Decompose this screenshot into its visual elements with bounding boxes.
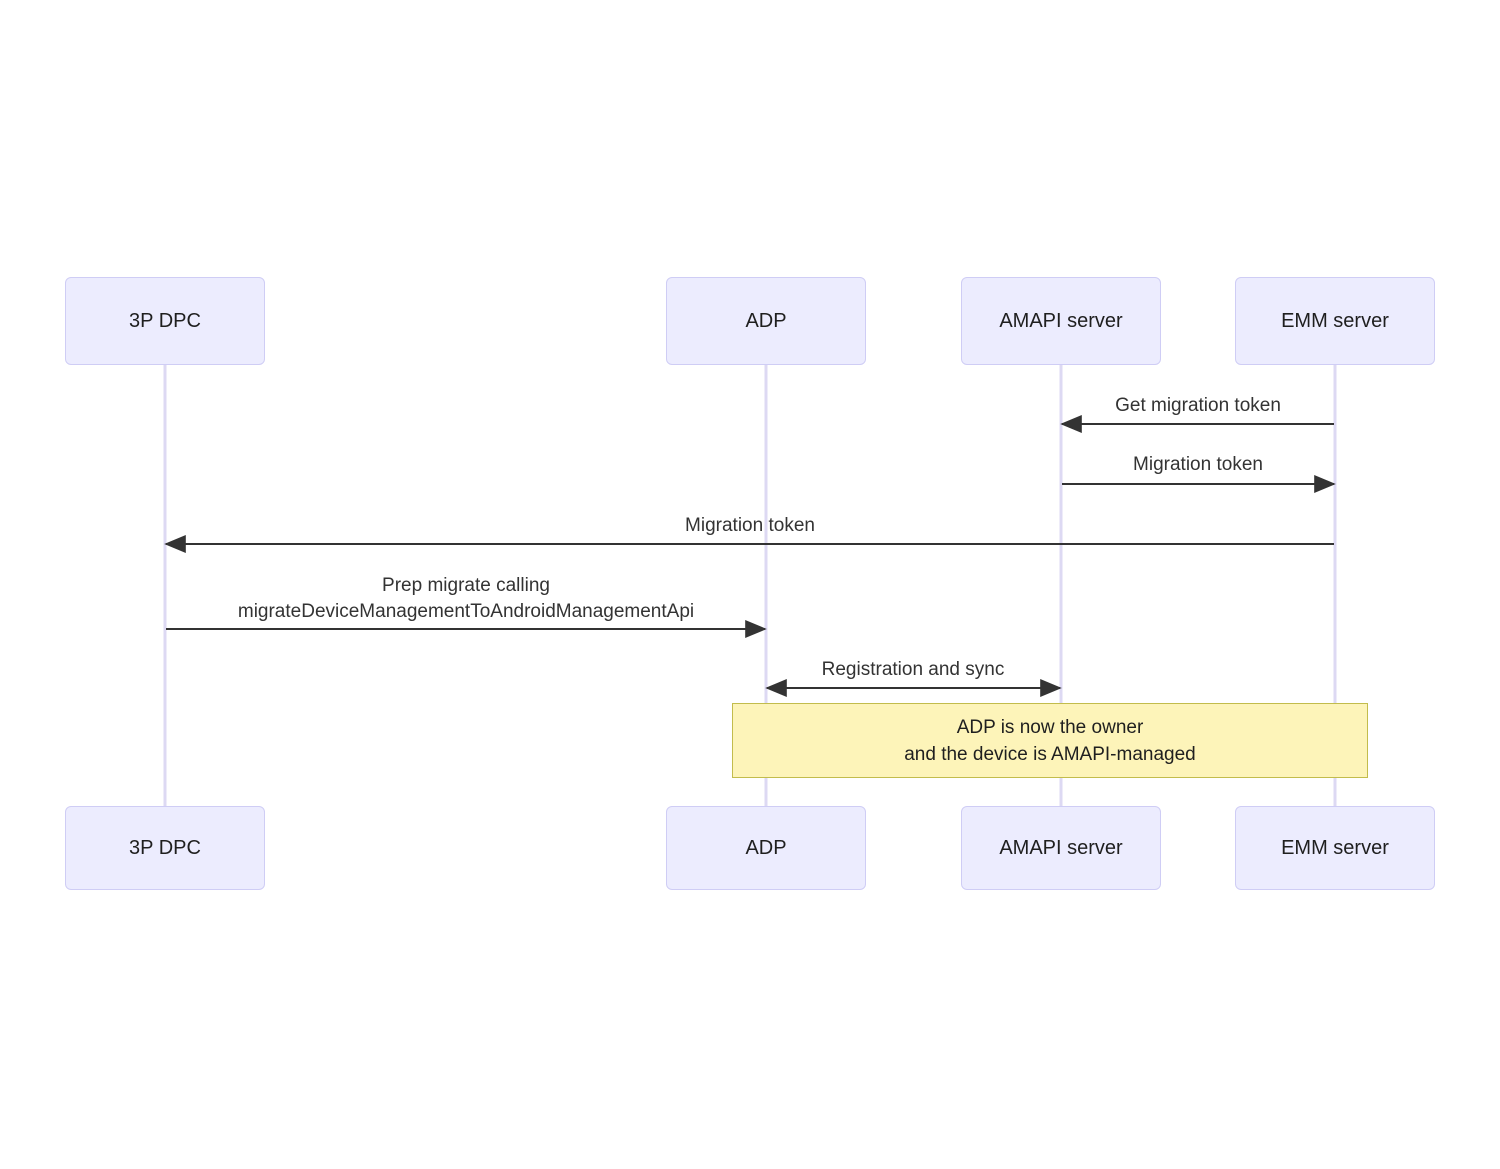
participant-bottom-label-dpc: 3P DPC [129,837,201,859]
participant-top-adp[interactable]: ADP [666,277,866,365]
participant-top-label-emm: EMM server [1281,310,1389,332]
participant-bottom-label-adp: ADP [745,837,787,859]
participant-top-dpc[interactable]: 3P DPC [65,277,265,365]
participant-top-emm[interactable]: EMM server [1235,277,1435,365]
note-text-n1: ADP is now the owner and the device is A… [904,716,1196,765]
message-label-m1: Get migration token [1115,395,1281,416]
participant-top-label-adp: ADP [745,310,787,332]
participant-bottom-amapi[interactable]: AMAPI server [961,806,1161,890]
participant-bottom-emm[interactable]: EMM server [1235,806,1435,890]
message-label-m2: Migration token [1133,454,1263,475]
message-label-m3: Migration token [685,515,815,536]
participant-top-label-amapi: AMAPI server [999,310,1123,332]
participant-bottom-label-amapi: AMAPI server [999,837,1123,859]
participant-bottom-label-emm: EMM server [1281,837,1389,859]
note-n1: ADP is now the owner and the device is A… [732,703,1368,778]
participant-bottom-adp[interactable]: ADP [666,806,866,890]
participant-top-label-dpc: 3P DPC [129,310,201,332]
message-label-m4: Prep migrate calling migrateDeviceManage… [237,575,695,622]
participant-top-amapi[interactable]: AMAPI server [961,277,1161,365]
arrows-group [164,415,1336,697]
participant-bottom-dpc[interactable]: 3P DPC [65,806,265,890]
message-label-m5: Registration and sync [821,659,1005,680]
